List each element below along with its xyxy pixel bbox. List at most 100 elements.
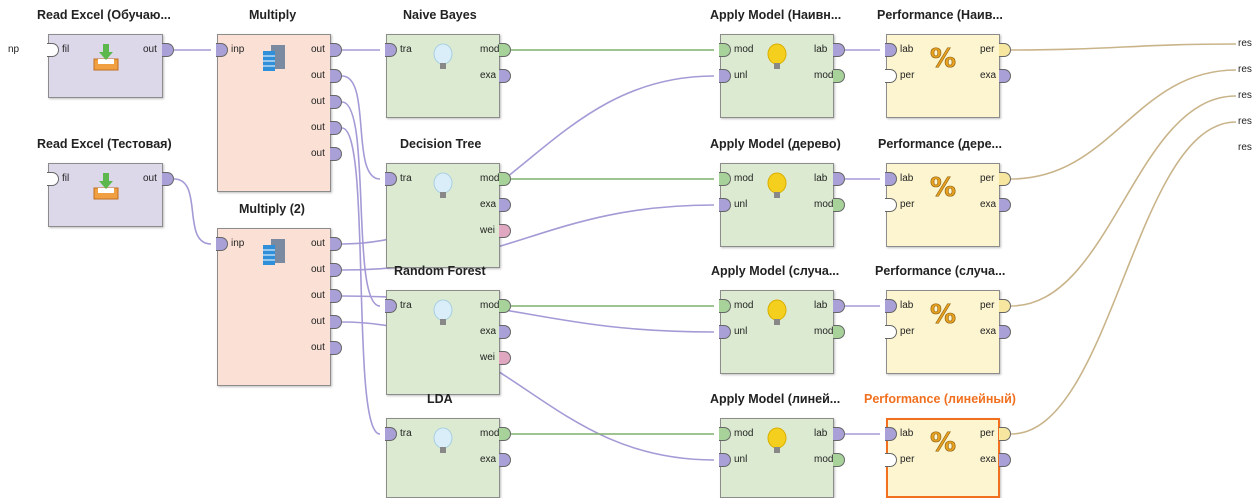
output-port-mod[interactable] <box>499 43 511 57</box>
output-port-per[interactable] <box>999 427 1011 441</box>
output-port-exa[interactable] <box>499 69 511 83</box>
input-port-mod[interactable] <box>719 43 731 57</box>
output-port-out[interactable] <box>162 172 174 186</box>
output-port-lab[interactable] <box>833 43 845 57</box>
output-port-mod[interactable] <box>833 69 845 83</box>
input-port-tra[interactable] <box>385 299 397 313</box>
output-port-mod[interactable] <box>499 172 511 186</box>
result-port-label: res <box>1238 64 1252 75</box>
input-port-tra[interactable] <box>385 172 397 186</box>
learner-bulb-icon <box>433 299 453 325</box>
input-port-label: unl <box>734 454 748 465</box>
output-port-exa[interactable] <box>999 69 1011 83</box>
input-port-fil[interactable] <box>47 43 59 57</box>
output-port-out[interactable] <box>330 289 342 303</box>
output-port-out[interactable] <box>330 147 342 161</box>
input-port-label: fil <box>62 44 70 55</box>
output-port-label: out <box>311 342 325 353</box>
input-port-lab[interactable] <box>885 427 897 441</box>
input-port-inp[interactable] <box>216 43 228 57</box>
input-port-label: lab <box>900 173 914 184</box>
operator-title: Random Forest <box>394 264 486 278</box>
input-port-tra[interactable] <box>385 427 397 441</box>
output-port-label: mod <box>480 44 500 55</box>
output-port-wei[interactable] <box>499 351 511 365</box>
input-port-per[interactable] <box>885 453 897 467</box>
input-port-lab[interactable] <box>885 299 897 313</box>
output-port-out[interactable] <box>162 43 174 57</box>
output-port-exa[interactable] <box>499 198 511 212</box>
output-port-per[interactable] <box>999 43 1011 57</box>
output-port-per[interactable] <box>999 172 1011 186</box>
apply-bulb-icon <box>767 172 787 198</box>
input-port-label: per <box>900 70 915 81</box>
output-port-out[interactable] <box>330 237 342 251</box>
output-port-out[interactable] <box>330 95 342 109</box>
output-port-exa[interactable] <box>499 453 511 467</box>
input-port-inp[interactable] <box>216 237 228 251</box>
input-port-mod[interactable] <box>719 172 731 186</box>
operator-pf2[interactable] <box>886 163 1000 247</box>
connection-wire[interactable] <box>1010 121 1237 435</box>
connection-wire[interactable] <box>341 75 381 180</box>
output-port-exa[interactable] <box>999 198 1011 212</box>
input-port-mod[interactable] <box>719 299 731 313</box>
output-port-lab[interactable] <box>833 427 845 441</box>
learner-bulb-icon <box>433 427 453 453</box>
output-port-exa[interactable] <box>999 453 1011 467</box>
operator-pf3[interactable] <box>886 290 1000 374</box>
output-port-label: mod <box>480 300 500 311</box>
output-port-out[interactable] <box>330 121 342 135</box>
input-port-label: tra <box>400 44 412 55</box>
multiply-icon <box>263 239 285 265</box>
input-port-unl[interactable] <box>719 325 731 339</box>
output-port-label: out <box>143 44 157 55</box>
output-port-label: out <box>311 70 325 81</box>
output-port-per[interactable] <box>999 299 1011 313</box>
excel-import-icon <box>93 173 118 200</box>
output-port-exa[interactable] <box>499 325 511 339</box>
output-port-wei[interactable] <box>499 224 511 238</box>
connection-wire[interactable] <box>1010 69 1237 180</box>
output-port-lab[interactable] <box>833 172 845 186</box>
operator-title: Apply Model (случа... <box>711 264 840 278</box>
operator-pf4[interactable] <box>886 418 1000 498</box>
input-port-unl[interactable] <box>719 453 731 467</box>
output-port-out[interactable] <box>330 341 342 355</box>
output-port-out[interactable] <box>330 43 342 57</box>
output-port-exa[interactable] <box>999 325 1011 339</box>
input-port-unl[interactable] <box>719 69 731 83</box>
input-port-label: tra <box>400 173 412 184</box>
input-port-per[interactable] <box>885 69 897 83</box>
operator-title: Decision Tree <box>400 137 482 151</box>
connection-wire[interactable] <box>341 127 381 435</box>
output-port-out[interactable] <box>330 263 342 277</box>
output-port-mod[interactable] <box>499 427 511 441</box>
input-port-label: per <box>900 199 915 210</box>
input-port-lab[interactable] <box>885 43 897 57</box>
input-port-per[interactable] <box>885 198 897 212</box>
output-port-out[interactable] <box>330 69 342 83</box>
output-port-lab[interactable] <box>833 299 845 313</box>
output-port-label: per <box>980 173 995 184</box>
operator-title: Apply Model (дерево) <box>710 137 841 151</box>
input-port-label: lab <box>900 428 914 439</box>
svg-text:%: % <box>930 300 956 330</box>
output-port-out[interactable] <box>330 315 342 329</box>
input-port-fil[interactable] <box>47 172 59 186</box>
input-port-tra[interactable] <box>385 43 397 57</box>
input-port-mod[interactable] <box>719 427 731 441</box>
multiply-icon <box>263 45 285 71</box>
input-port-lab[interactable] <box>885 172 897 186</box>
connection-wire[interactable] <box>1010 95 1237 307</box>
connection-wire[interactable] <box>173 178 212 245</box>
output-port-mod[interactable] <box>833 325 845 339</box>
input-port-unl[interactable] <box>719 198 731 212</box>
output-port-mod[interactable] <box>499 299 511 313</box>
output-port-label: lab <box>814 173 828 184</box>
output-port-mod[interactable] <box>833 198 845 212</box>
output-port-label: wei <box>480 352 496 363</box>
input-port-per[interactable] <box>885 325 897 339</box>
output-port-mod[interactable] <box>833 453 845 467</box>
connection-wire[interactable] <box>1010 43 1237 51</box>
